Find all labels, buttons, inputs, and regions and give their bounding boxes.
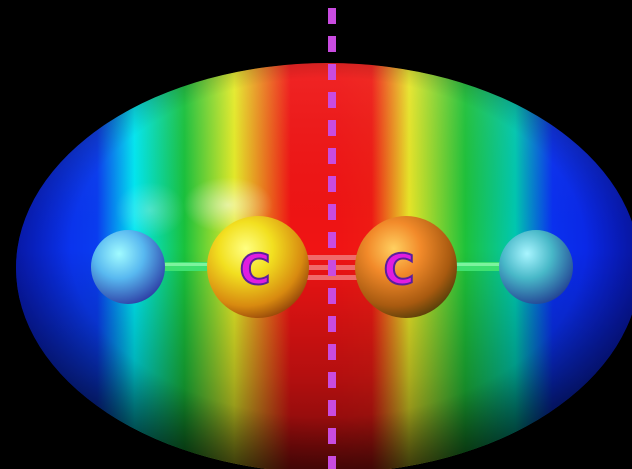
- bond-h-c-left: [160, 262, 212, 271]
- carbon-atom-right: [355, 216, 457, 318]
- bond-c-h-right: [450, 262, 505, 271]
- atom-label-carbon-left: C: [240, 245, 271, 294]
- hydrogen-atom-left: [91, 230, 165, 304]
- carbon-atom-left: [207, 216, 309, 318]
- hydrogen-atom-right: [499, 230, 573, 304]
- atom-label-carbon-right: C: [384, 245, 415, 294]
